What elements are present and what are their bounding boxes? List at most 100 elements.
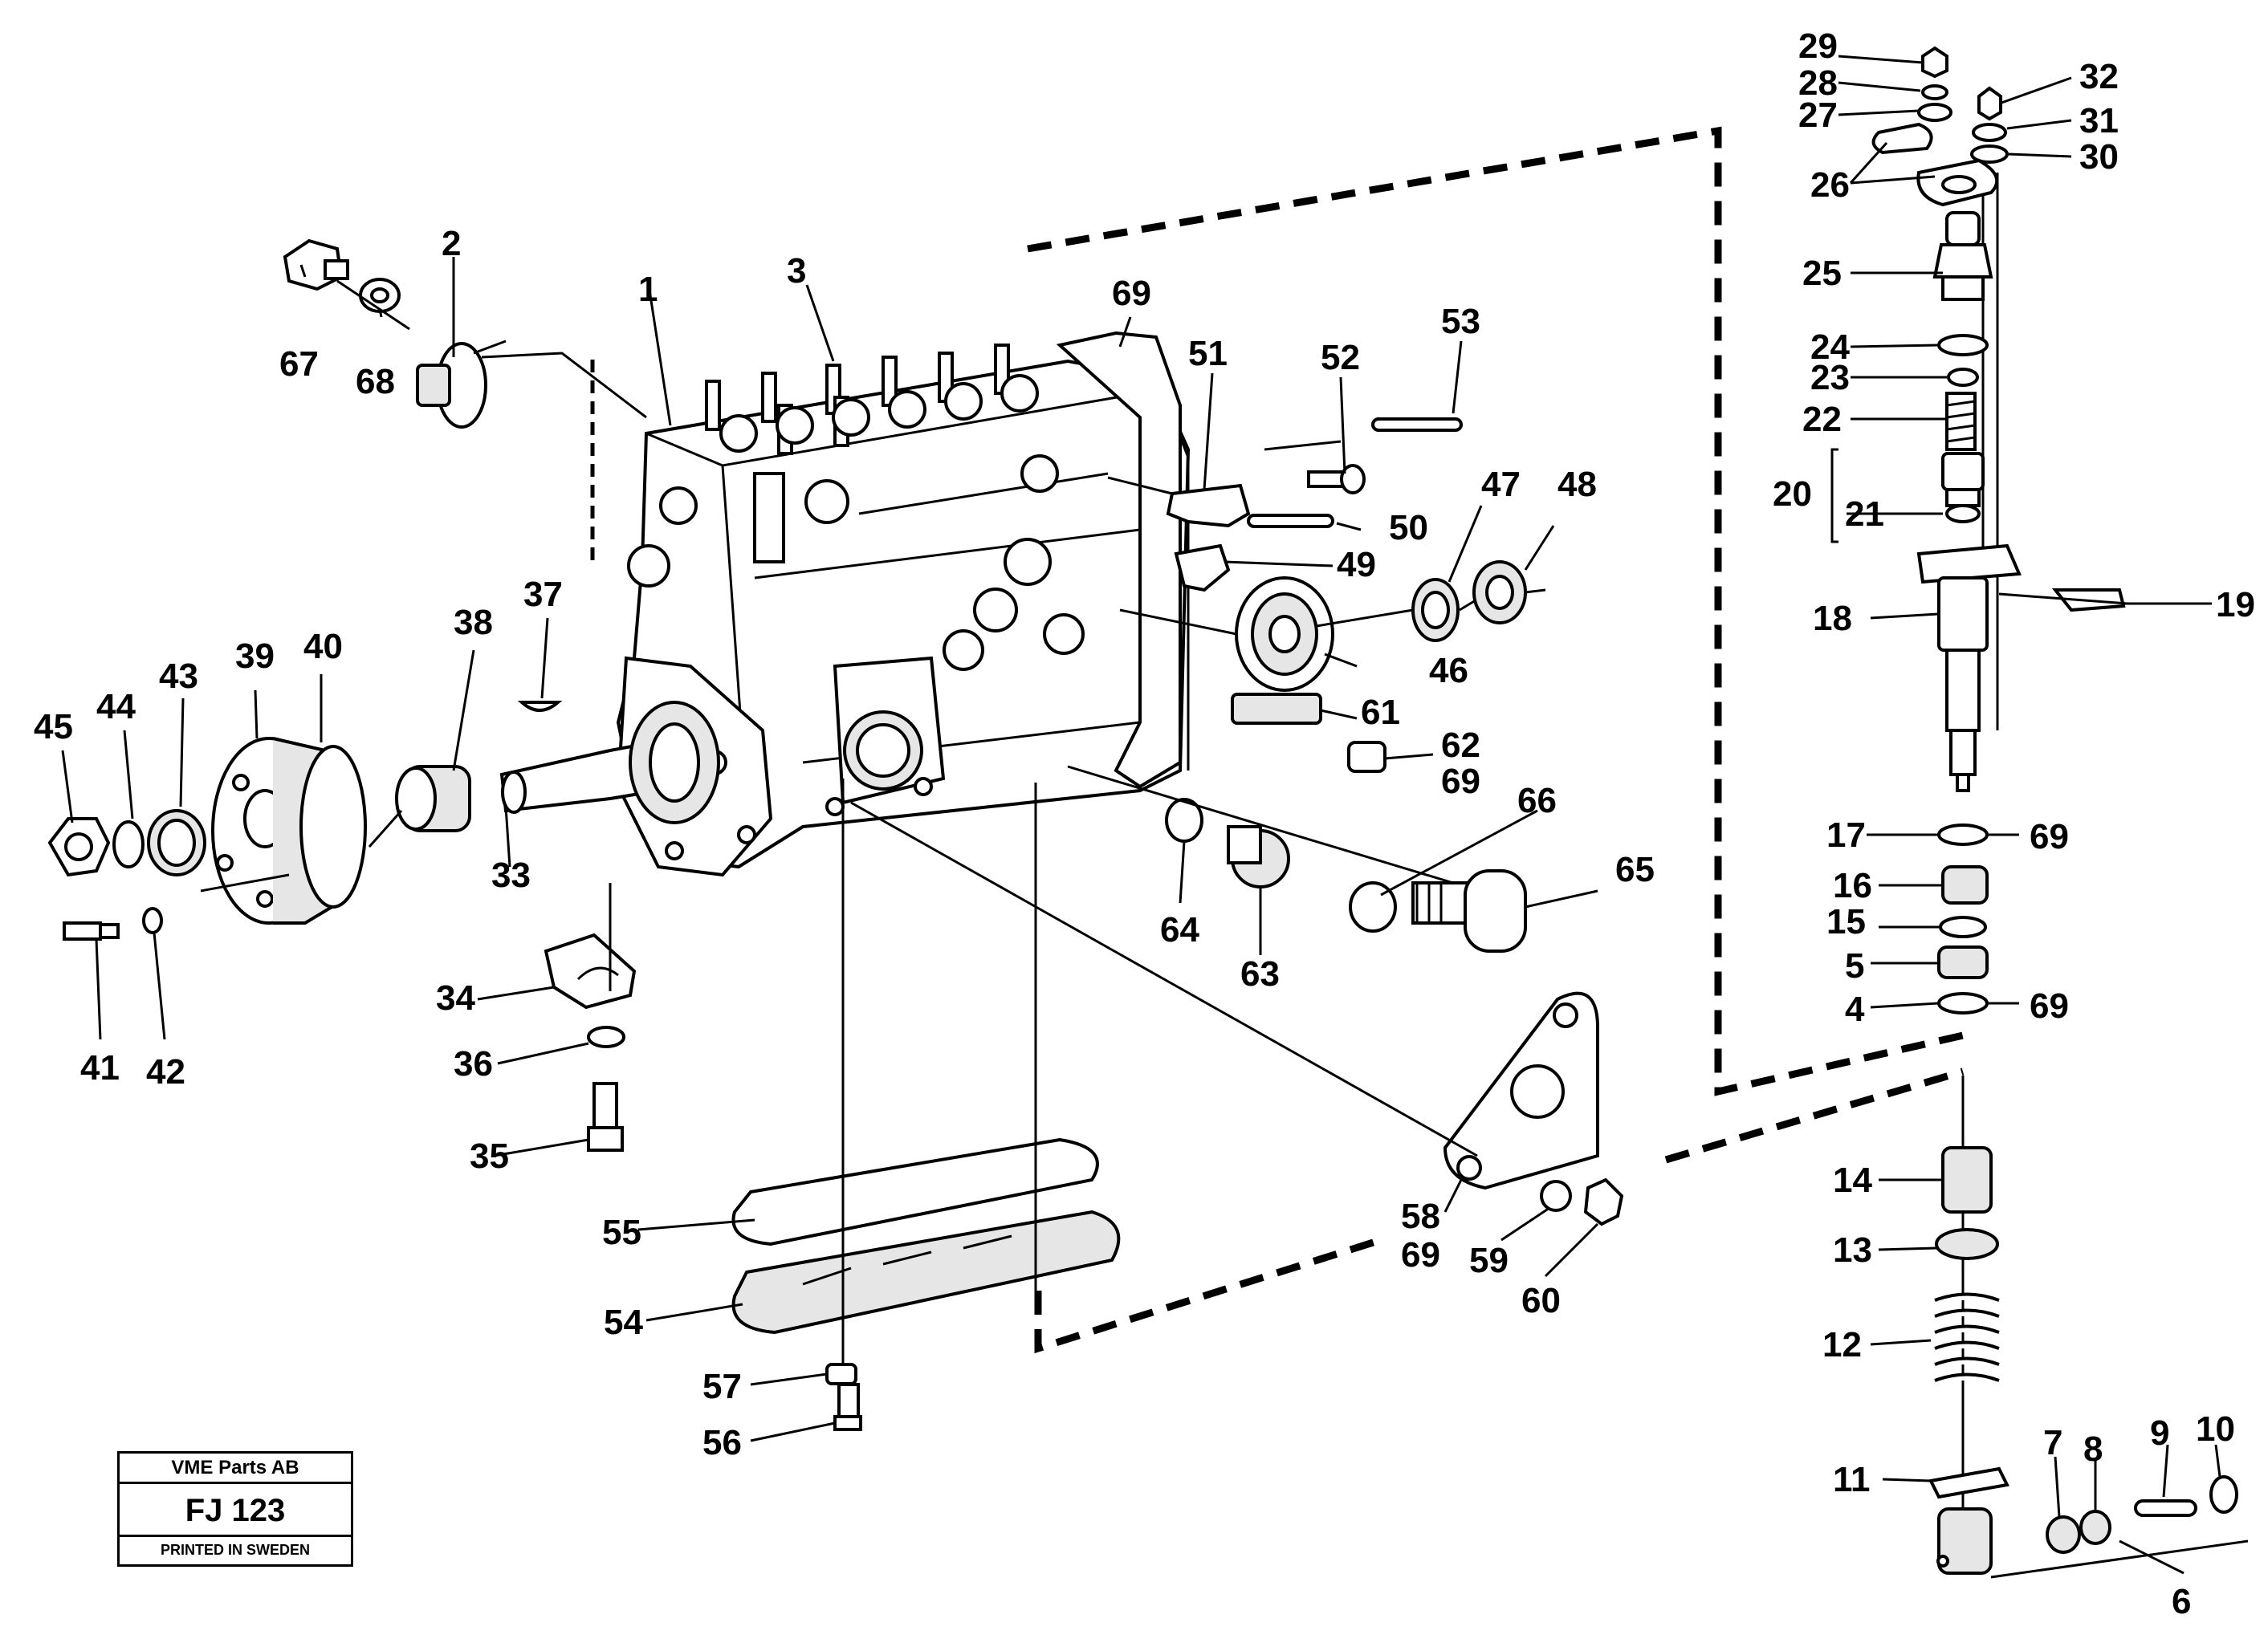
callout-6: 6 xyxy=(2172,1582,2191,1621)
callout-4: 4 xyxy=(1845,990,1865,1029)
callout-62: 62 xyxy=(1441,726,1480,765)
callout-33: 33 xyxy=(491,856,531,895)
camshaft xyxy=(499,701,720,824)
flange-40 xyxy=(272,737,367,925)
cover-69 xyxy=(1056,331,1182,789)
callout-8: 8 xyxy=(2083,1429,2103,1469)
callout-56: 56 xyxy=(702,1423,742,1462)
callout-63: 63 xyxy=(1240,954,1280,994)
callout-32: 32 xyxy=(2079,57,2119,96)
screw-52 xyxy=(1307,464,1366,494)
callout-24: 24 xyxy=(1810,327,1850,367)
callout-45: 45 xyxy=(34,707,73,746)
callout-54: 54 xyxy=(604,1303,643,1342)
gasket-55 xyxy=(731,1137,1099,1246)
callout-68: 68 xyxy=(356,362,395,401)
callout-1: 1 xyxy=(638,270,658,309)
plug-2 xyxy=(416,342,487,429)
nut-45 xyxy=(47,817,111,877)
callout-41: 41 xyxy=(80,1048,120,1088)
washer-42 xyxy=(142,907,163,934)
callout-3: 3 xyxy=(787,251,806,291)
callout-16: 16 xyxy=(1833,866,1872,905)
screw-56 xyxy=(833,1383,862,1431)
plug-67 xyxy=(283,238,349,291)
callout-labels: 1 2 3 4 5 6 7 8 9 10 11 12 13 14 15 16 1… xyxy=(34,26,2255,1621)
callout-18: 18 xyxy=(1813,599,1852,638)
callout-50: 50 xyxy=(1389,508,1428,547)
callout-36: 36 xyxy=(454,1044,493,1084)
callout-69-sleeve: 69 xyxy=(1441,762,1480,801)
lever-49 xyxy=(1174,543,1231,592)
nut-60 xyxy=(1583,1177,1624,1226)
callout-15: 15 xyxy=(1826,902,1866,941)
cover-plate-54 xyxy=(731,1210,1121,1335)
flange-58 xyxy=(1443,991,1599,1190)
washer-66 xyxy=(1349,881,1397,933)
callout-34: 34 xyxy=(436,978,475,1018)
callout-12: 12 xyxy=(1822,1325,1862,1364)
dashed-assembly-line-pump-lower xyxy=(1664,1067,1965,1164)
callout-53: 53 xyxy=(1441,302,1480,341)
drawing-code: FJ 123 xyxy=(120,1484,351,1537)
callout-61: 61 xyxy=(1361,693,1400,732)
bolt-35 xyxy=(587,1082,624,1152)
washer-68 xyxy=(359,278,401,313)
callout-38: 38 xyxy=(454,603,493,642)
element-stack-middle xyxy=(1937,823,1989,1015)
company-name: VME Parts AB xyxy=(120,1454,351,1484)
key-37 xyxy=(517,701,563,712)
callout-69-washer-4: 69 xyxy=(2030,986,2069,1026)
element-stack-upper xyxy=(1871,46,2126,792)
callout-39: 39 xyxy=(235,636,275,676)
bearing-38 xyxy=(395,765,471,832)
callout-67: 67 xyxy=(279,344,319,384)
callout-31: 31 xyxy=(2079,101,2119,140)
callout-47: 47 xyxy=(1481,465,1521,504)
washer-36 xyxy=(587,1026,625,1048)
callout-42: 42 xyxy=(146,1052,185,1092)
callout-64: 64 xyxy=(1160,910,1199,950)
callout-51: 51 xyxy=(1188,334,1228,373)
callout-7: 7 xyxy=(2043,1423,2062,1462)
callout-30: 30 xyxy=(2079,137,2119,177)
screw-41 xyxy=(63,921,120,941)
callout-43: 43 xyxy=(159,657,198,696)
callout-5: 5 xyxy=(1845,946,1864,986)
callout-65: 65 xyxy=(1615,850,1655,889)
callout-22: 22 xyxy=(1802,400,1842,439)
callout-49: 49 xyxy=(1337,545,1376,584)
valve-65 xyxy=(1411,869,1527,953)
callout-44: 44 xyxy=(96,687,136,726)
callout-13: 13 xyxy=(1833,1230,1872,1270)
key-61 xyxy=(1231,693,1322,725)
callout-58: 58 xyxy=(1401,1197,1440,1236)
callout-25: 25 xyxy=(1802,254,1842,293)
callout-19: 19 xyxy=(2216,585,2255,624)
title-block: VME Parts AB FJ 123 PRINTED IN SWEDEN xyxy=(117,1451,353,1567)
dashed-assembly-line-main xyxy=(1027,126,1965,1096)
washer-59 xyxy=(1540,1180,1572,1212)
callout-55: 55 xyxy=(602,1213,641,1252)
callout-20: 20 xyxy=(1773,474,1812,514)
element-stack-lower xyxy=(1928,1076,2249,1579)
housing-studs xyxy=(705,344,1039,455)
pin-53 xyxy=(1371,417,1463,432)
callout-37: 37 xyxy=(523,575,563,614)
clip-57 xyxy=(825,1363,857,1385)
washer-44 xyxy=(112,820,145,868)
callout-57: 57 xyxy=(702,1367,742,1406)
callout-27: 27 xyxy=(1798,96,1838,135)
callout-40: 40 xyxy=(303,627,343,666)
callout-28: 28 xyxy=(1798,63,1838,103)
callout-59: 59 xyxy=(1469,1241,1509,1280)
callout-17: 17 xyxy=(1826,815,1866,855)
bracket-34 xyxy=(544,933,637,1010)
callout-69-flange: 69 xyxy=(1401,1235,1440,1275)
callout-21: 21 xyxy=(1845,494,1884,534)
callout-69-cover: 69 xyxy=(1112,274,1151,313)
dashed-assembly-line-bottom xyxy=(1034,1236,1382,1354)
callout-35: 35 xyxy=(470,1137,509,1176)
